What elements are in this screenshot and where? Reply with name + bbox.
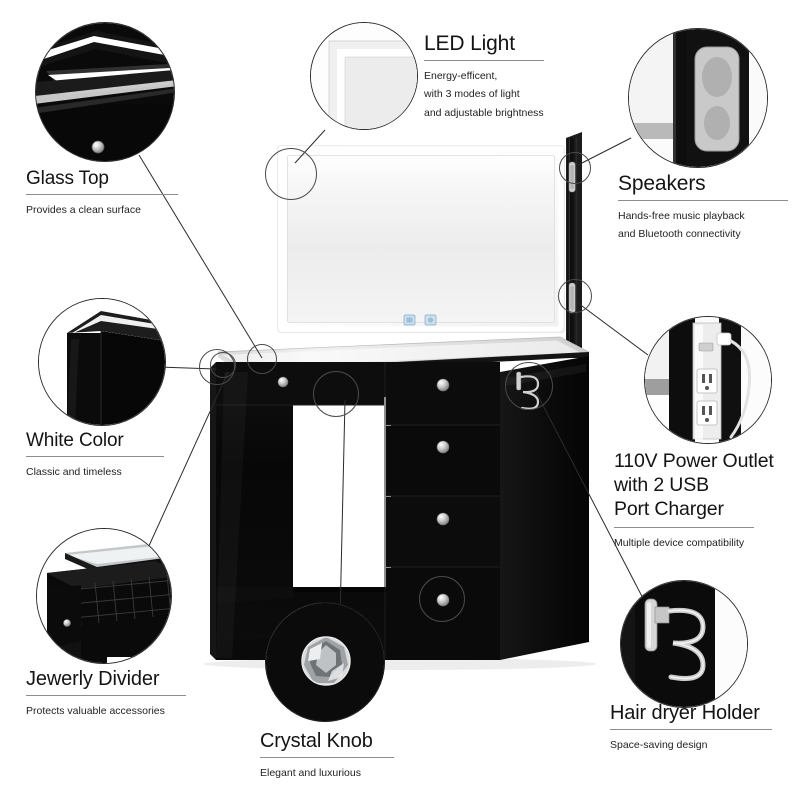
marker-glass-top bbox=[247, 344, 277, 374]
callout-title-led-light: LED Light bbox=[424, 32, 515, 55]
title-rule bbox=[614, 527, 754, 529]
title-rule bbox=[26, 194, 178, 196]
callout-title-jewelry-divider: Jewerly Divider bbox=[26, 668, 160, 690]
callout-speakers: Speakers Hands-free music playback and B… bbox=[618, 172, 788, 244]
title-rule bbox=[26, 456, 164, 458]
callout-title-glass-top: Glass Top bbox=[26, 168, 109, 189]
callout-subtitle-power-outlet: Multiple device compatibility bbox=[614, 537, 745, 550]
callout-subtitle-jewelry-divider: Protects valuable accessories bbox=[26, 705, 165, 718]
callout-title-crystal-knob: Crystal Knob bbox=[260, 730, 373, 752]
callout-crystal-knob: Crystal Knob Elegant and luxurious bbox=[260, 730, 412, 783]
bubble-led-light bbox=[310, 22, 418, 130]
title-rule bbox=[424, 59, 544, 61]
bubble-crystal-knob bbox=[265, 602, 385, 722]
bubble-white-color bbox=[38, 298, 166, 426]
callout-subtitle-speakers: Hands-free music playback and Bluetooth … bbox=[618, 209, 745, 241]
callout-led-light: LED Light Energy-efficent, with 3 modes … bbox=[424, 32, 584, 123]
marker-led-light bbox=[265, 148, 317, 200]
marker-power-outlet bbox=[558, 279, 592, 313]
callout-subtitle-hair-dryer-holder: Space-saving design bbox=[610, 739, 708, 752]
title-rule bbox=[26, 695, 186, 697]
callout-title-power-outlet: 110V Power Outlet with 2 USB Port Charge… bbox=[614, 450, 774, 520]
callout-subtitle-white-color: Classic and timeless bbox=[26, 466, 122, 479]
title-rule bbox=[610, 729, 772, 731]
callout-white-color: White Color Classic and timeless bbox=[26, 430, 164, 482]
callout-title-speakers: Speakers bbox=[618, 172, 706, 195]
marker-speakers bbox=[559, 152, 591, 184]
callout-power-outlet: 110V Power Outlet with 2 USB Port Charge… bbox=[614, 450, 790, 553]
title-rule bbox=[618, 199, 788, 201]
callout-title-white-color: White Color bbox=[26, 430, 124, 451]
bubble-jewelry-divider bbox=[36, 528, 172, 664]
bubble-glass-top bbox=[35, 22, 175, 162]
callout-title-hair-dryer-holder: Hair dryer Holder bbox=[610, 702, 760, 724]
callout-subtitle-glass-top: Provides a clean surface bbox=[26, 204, 141, 217]
callout-hair-dryer-holder: Hair dryer Holder Space-saving design bbox=[610, 702, 788, 755]
mirror-touch-controls bbox=[403, 314, 437, 326]
marker-crystal-knob bbox=[313, 371, 359, 417]
bubble-speakers bbox=[628, 28, 768, 168]
bubble-power-outlet bbox=[644, 316, 772, 444]
marker-crystal-knob-lower bbox=[419, 576, 465, 622]
title-rule bbox=[260, 757, 394, 759]
marker-hair-dryer bbox=[505, 362, 553, 410]
bubble-hair-dryer-holder bbox=[620, 580, 748, 708]
callout-jewelry-divider: Jewerly Divider Protects valuable access… bbox=[26, 668, 202, 721]
callout-subtitle-led-light: Energy-efficent, with 3 modes of light a… bbox=[424, 69, 544, 119]
callout-glass-top: Glass Top Provides a clean surface bbox=[26, 168, 178, 220]
marker-jewelry-divider bbox=[210, 352, 236, 378]
callout-subtitle-crystal-knob: Elegant and luxurious bbox=[260, 767, 361, 780]
